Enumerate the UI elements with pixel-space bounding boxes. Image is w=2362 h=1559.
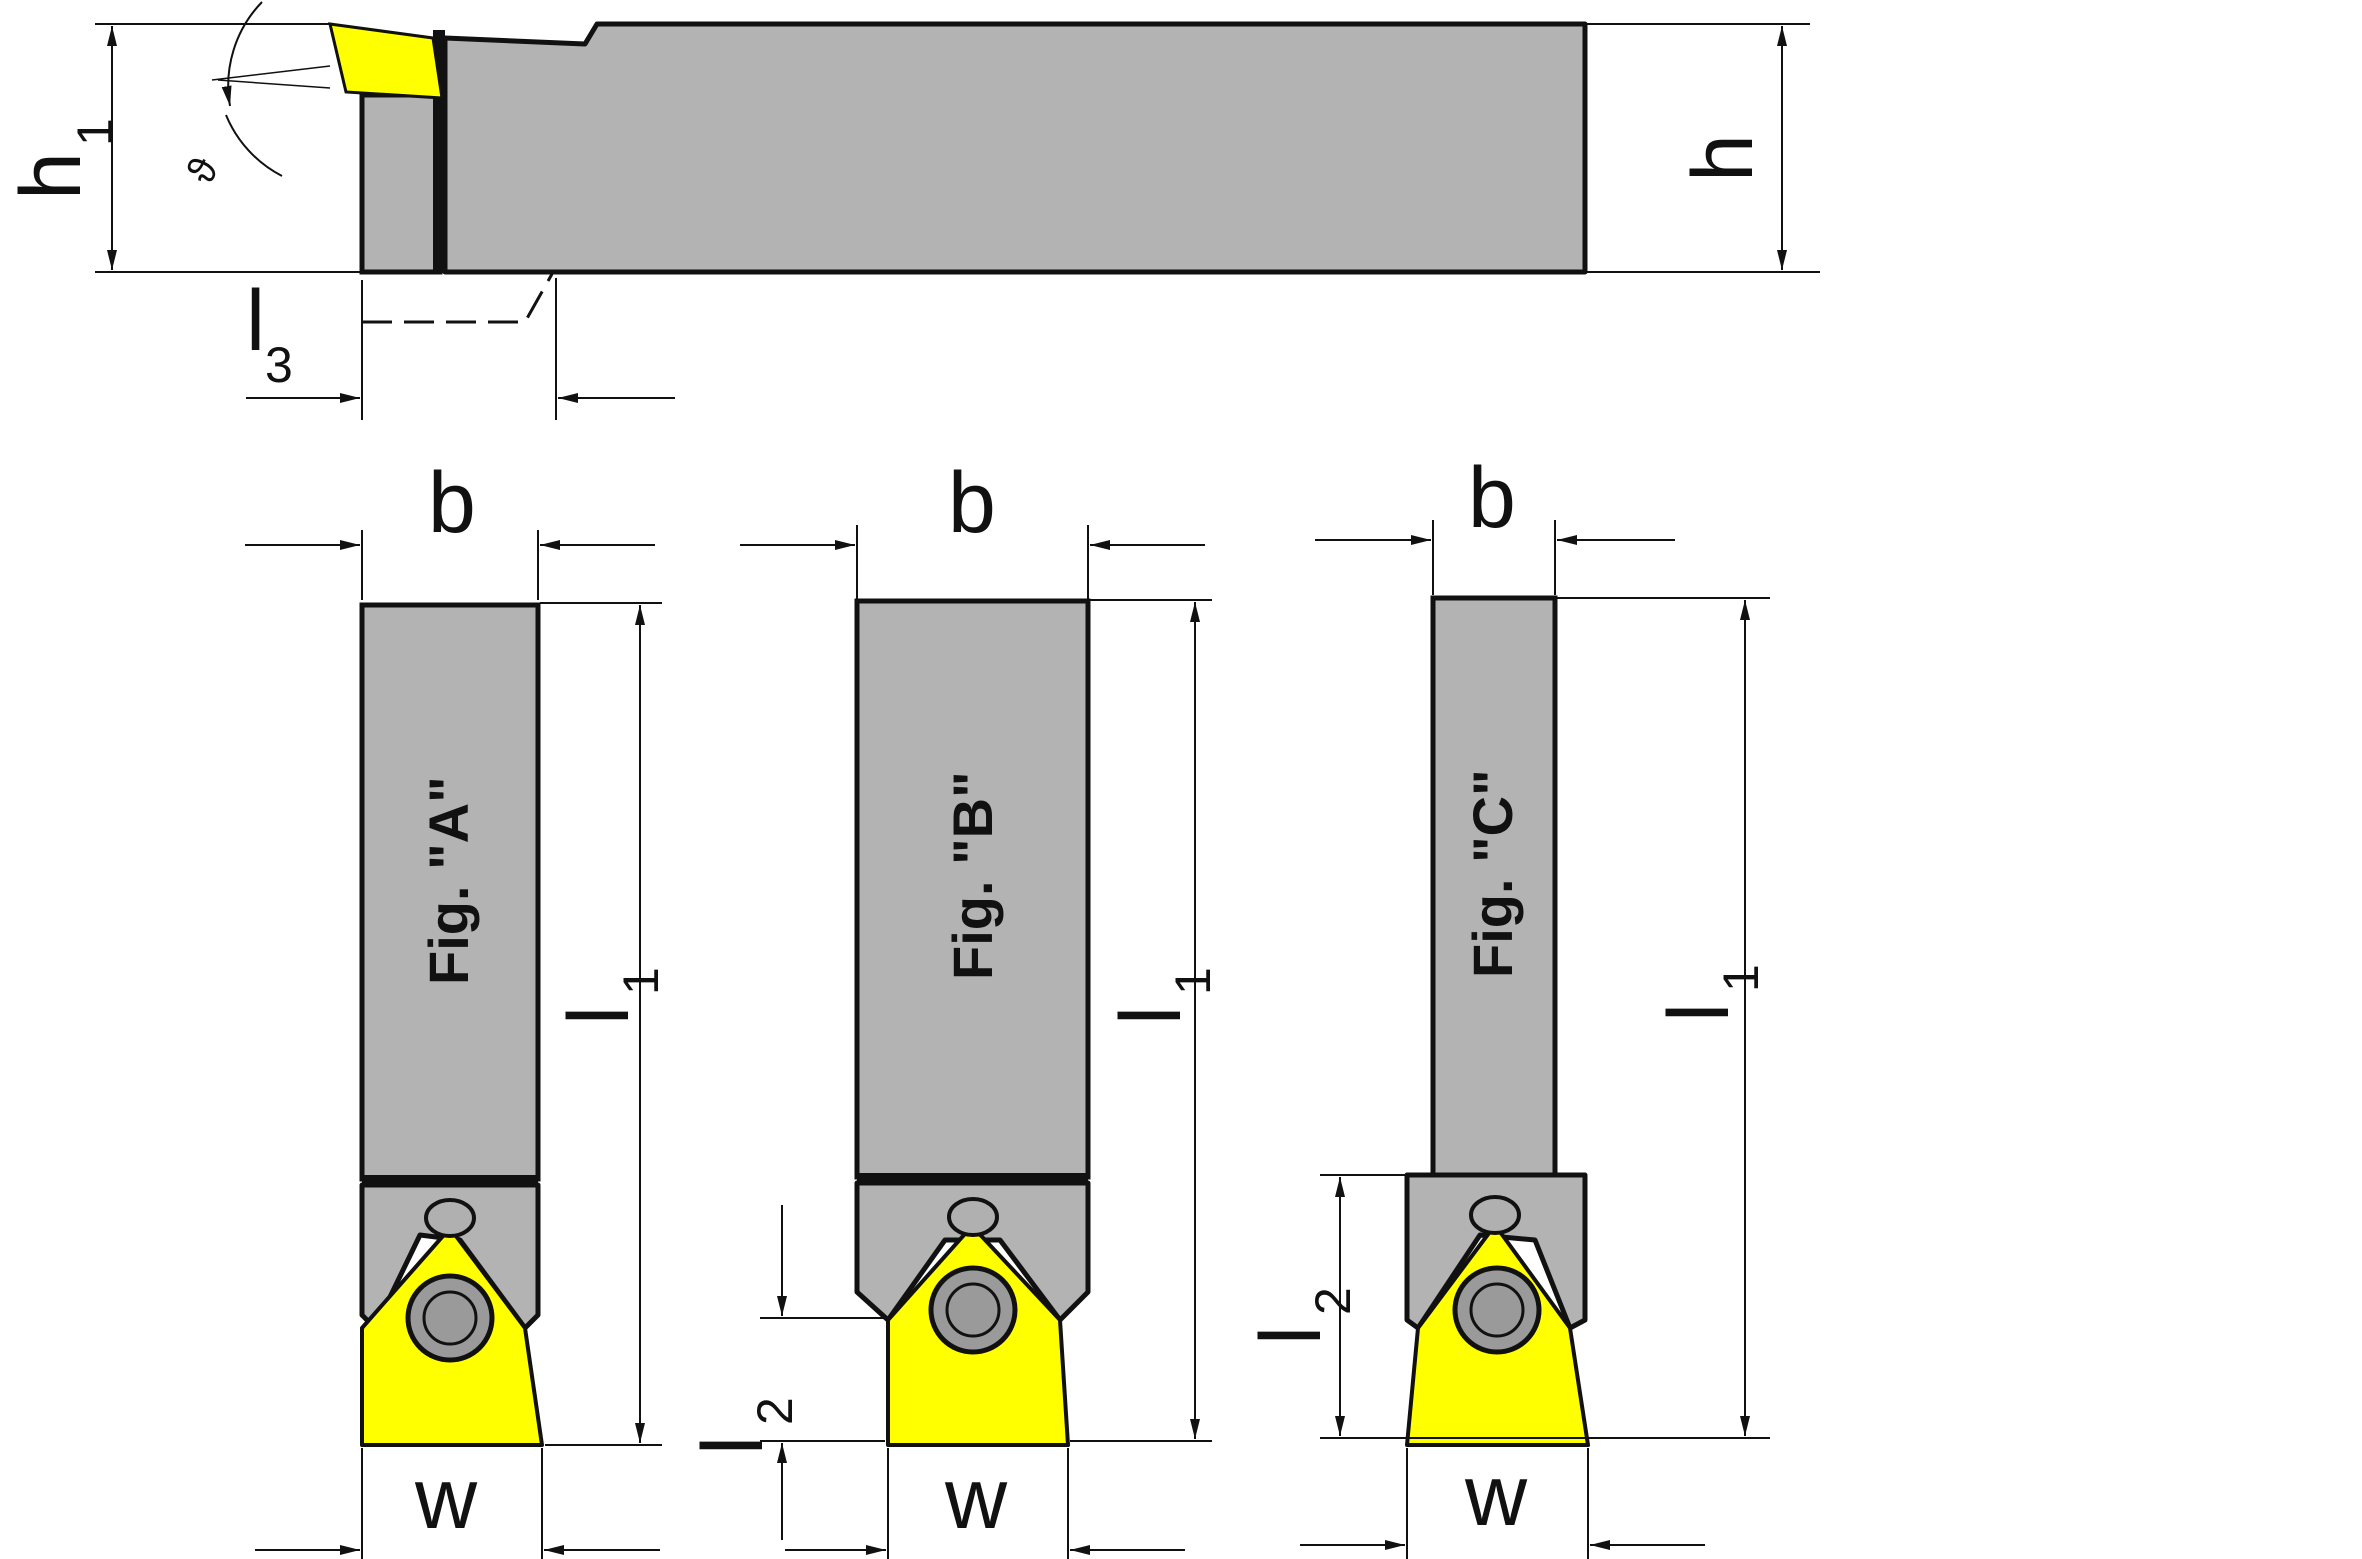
w-label: w [414,1451,478,1547]
l2-label: l [685,1436,781,1455]
fig-c-clamp-screw [1469,1195,1521,1235]
side-view-shank-front [359,92,443,275]
figure-b: b l 1 l 2 w Fig. "B" [685,455,1221,1559]
fig-c-label: Fig. "C" [1461,769,1524,978]
w-label: w [1464,1448,1528,1544]
h1-subscript: 1 [67,118,123,146]
side-view-shank-body [442,21,1588,275]
fig-a-screw-icon [405,1273,495,1363]
fig-b-clamp-screw [947,1197,999,1237]
fig-a-clamp-screw [424,1198,476,1238]
fig-b-label: Fig. "B" [941,771,1004,980]
figure-a: b l 1 w Fig. "A" [245,455,669,1559]
l3-subscript: 3 [265,337,293,393]
fig-c-screw-icon [1452,1265,1542,1355]
fig-b-head [854,1180,1091,1323]
b-label: b [428,455,476,551]
l2-subscript: 2 [1305,1287,1361,1315]
side-view-insert [328,22,444,100]
l2-label: l [1243,1326,1339,1345]
figure-c: b l 1 l 2 w Fig. "C" [1243,450,1770,1559]
fig-b-shank [854,598,1091,1180]
l1-subscript: 1 [613,967,669,995]
angle-label: ϑ [178,151,227,190]
l1-label: l [551,1006,647,1025]
l3-label: l [246,273,265,369]
fig-a-label: Fig. "A" [417,776,480,985]
h1-label: h [3,152,99,200]
l2-subscript: 2 [747,1397,803,1425]
fig-b-screw-icon [928,1265,1018,1355]
b-label: b [1468,450,1516,546]
fig-c-head [1404,1172,1588,1331]
b-label: b [948,455,996,551]
h-label: h [1675,134,1771,182]
l1-subscript: 1 [1165,967,1221,995]
l1-subscript: 1 [1713,964,1769,992]
l1-label: l [1651,1003,1747,1022]
w-label: w [944,1451,1008,1547]
l1-label: l [1103,1006,1199,1025]
side-view: h 1 h l 3 ϑ [3,1,1820,420]
